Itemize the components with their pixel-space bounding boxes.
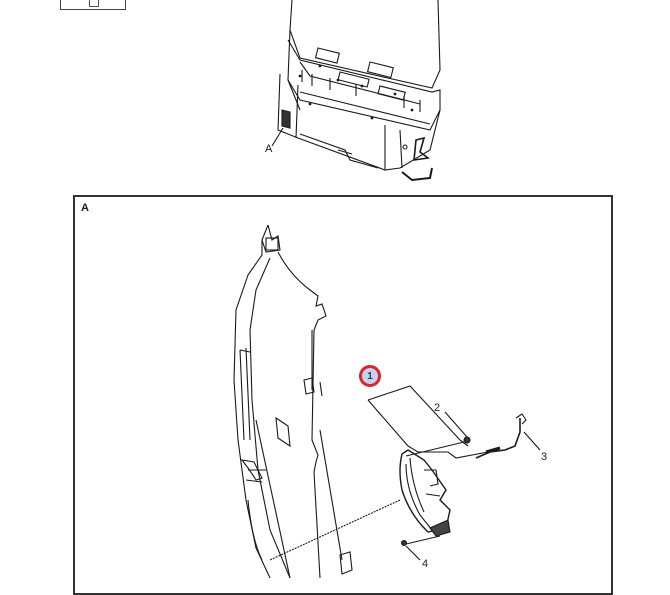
- diagram-canvas: A A: [60, 0, 613, 595]
- overview-callout-a: A: [265, 143, 273, 155]
- thumbnail-frame: [60, 0, 126, 10]
- callout-1-highlighted[interactable]: 1: [359, 365, 381, 387]
- thumbnail-glyph: [89, 0, 99, 7]
- callout-2: 2: [434, 402, 441, 414]
- detail-view-label: A: [81, 202, 89, 214]
- overview-illustration: [271, 0, 441, 182]
- callout-3: 3: [541, 451, 548, 463]
- callout-4: 4: [422, 558, 429, 570]
- detail-illustration: [233, 224, 541, 578]
